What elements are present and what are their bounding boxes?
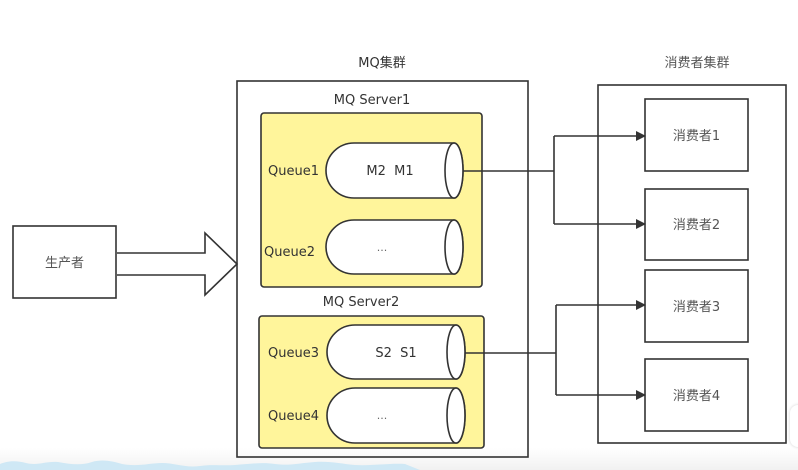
- watermark-wave: [0, 460, 420, 470]
- consumer-cluster-title: 消费者集群: [664, 55, 729, 71]
- queue3-label: Queue3: [268, 346, 319, 361]
- server2-title: MQ Server2: [323, 295, 399, 310]
- queue4-content: ...: [377, 409, 388, 422]
- queue3: Queue3 S2 S1: [268, 324, 466, 380]
- queue1: Queue1 M2 M1: [268, 142, 464, 199]
- mq-cluster-box: [236, 80, 529, 458]
- side-panel-tab[interactable]: [790, 405, 798, 447]
- mq-cluster-title: MQ集群: [358, 55, 405, 71]
- queue2-label: Queue2: [264, 245, 315, 260]
- queue1-content: M2 M1: [366, 164, 413, 179]
- producer-node: 生产者: [12, 225, 117, 299]
- consumer-4: 消费者4: [644, 358, 749, 432]
- consumer-3: 消费者3: [644, 269, 749, 343]
- consumer-2: 消费者2: [644, 188, 749, 261]
- consumer-1-label: 消费者1: [673, 129, 720, 144]
- consumer-1: 消费者1: [644, 98, 749, 172]
- consumer-4-label: 消费者4: [673, 389, 720, 404]
- queue3-connectors: [465, 300, 646, 400]
- queue3-content: S2 S1: [375, 346, 416, 361]
- queue2: Queue2 ...: [264, 219, 464, 275]
- bottom-fade: [0, 448, 798, 470]
- queue4: Queue4 ...: [268, 387, 466, 444]
- consumer-2-label: 消费者2: [673, 218, 720, 233]
- producer-to-cluster-arrow: [117, 231, 239, 297]
- queue4-label: Queue4: [268, 409, 319, 424]
- queue1-label: Queue1: [268, 164, 319, 179]
- producer-label: 生产者: [45, 256, 84, 271]
- queue1-connectors: [463, 131, 646, 229]
- consumer-3-label: 消费者3: [673, 300, 720, 315]
- server1-title: MQ Server1: [334, 93, 410, 108]
- queue2-content: ...: [377, 241, 388, 254]
- consumer-cluster-box: [597, 84, 787, 444]
